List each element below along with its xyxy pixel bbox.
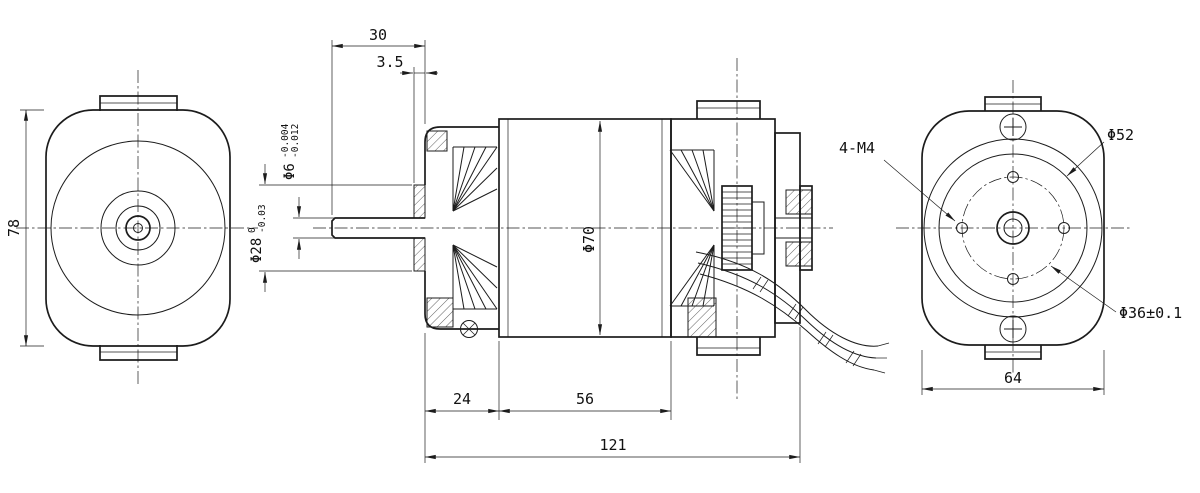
phillips-screw-bottom [999, 315, 1027, 343]
pilot-boss [413, 184, 426, 272]
dimension-64: 64 [921, 350, 1105, 395]
shaft-dia-tol-lower: -0.012 [290, 124, 301, 158]
motor-shaft [331, 217, 425, 239]
wire-insulation-ticks [752, 276, 862, 367]
rear-body-outline [921, 110, 1105, 346]
dim-3p5-label: 3.5 [376, 53, 403, 71]
dimension-bottom-chain: 24 56 121 [424, 327, 801, 463]
end-bell-screw [460, 320, 478, 338]
rear-view: 4-M4 Φ52 Φ36±0.1 64 [839, 80, 1182, 395]
front-mounting-tab-top [99, 95, 178, 111]
rear-mounting-tab-top [984, 96, 1042, 111]
rear-housing [670, 118, 813, 338]
lead-wires [695, 251, 890, 374]
shaft-dia-tol-upper: -0.004 [280, 123, 291, 158]
shaft-dia-base-label: Φ6 [282, 163, 298, 180]
label-phi52: Φ52 [1107, 126, 1134, 144]
pilot-dia-tol-upper: 0 [247, 227, 258, 233]
section-centerlines [313, 58, 833, 402]
leader-bolt-circle: Φ36±0.1 [1050, 265, 1182, 322]
pilot-dia-tol-lower: -0.03 [257, 204, 268, 233]
dim-64-label: 64 [1004, 369, 1022, 387]
section-view: 30 3.5 Φ6 -0.004 -0.012 [247, 26, 890, 463]
dimension-78: 78 [5, 109, 44, 347]
dimension-shaft-dia: Φ6 -0.004 -0.012 [280, 123, 334, 259]
section-mounting-tab-top [696, 100, 761, 119]
mounting-holes [956, 171, 1070, 285]
rear-outer-circle [923, 138, 1103, 318]
front-concentric-circles [50, 140, 226, 316]
label-4-m4: 4-M4 [839, 139, 875, 157]
phillips-screw-top [999, 113, 1027, 141]
rear-center-bore [996, 211, 1030, 245]
front-body-outline [45, 109, 231, 347]
dim-24-label: 24 [453, 390, 471, 408]
front-centerlines [16, 70, 258, 386]
dim-121-label: 121 [599, 436, 626, 454]
dim-56-label: 56 [576, 390, 594, 408]
pilot-dia-base-label: Φ28 [249, 238, 265, 263]
leader-mount-thread: 4-M4 [839, 139, 956, 222]
dim-phi70-label: Φ70 [580, 226, 598, 253]
bolt-circle [961, 176, 1065, 280]
winding-fan-right-top [669, 149, 715, 212]
section-mounting-tab-bottom [696, 337, 761, 356]
dimension-3p5: 3.5 [376, 53, 438, 183]
winding-fan-left-top [452, 146, 498, 212]
front-mounting-tab-bottom [99, 345, 178, 361]
stator-laminations [507, 119, 663, 337]
dim-30-label: 30 [369, 26, 387, 44]
dim-78-label: 78 [5, 219, 23, 237]
commutator [721, 185, 765, 271]
leader-pilot-circle: Φ52 [1066, 126, 1134, 177]
label-phi36: Φ36±0.1 [1119, 304, 1182, 322]
winding-fan-left-bottom [452, 244, 498, 310]
dimension-30: 30 [331, 26, 426, 215]
dimension-body-dia: Φ70 [580, 120, 603, 336]
front-view: 78 [5, 70, 258, 386]
rear-pilot-circle [938, 153, 1088, 303]
rear-mounting-tab-bottom [984, 345, 1042, 360]
dimension-pilot-dia: Φ28 0 -0.03 [247, 164, 412, 292]
terminal-block [687, 297, 717, 338]
